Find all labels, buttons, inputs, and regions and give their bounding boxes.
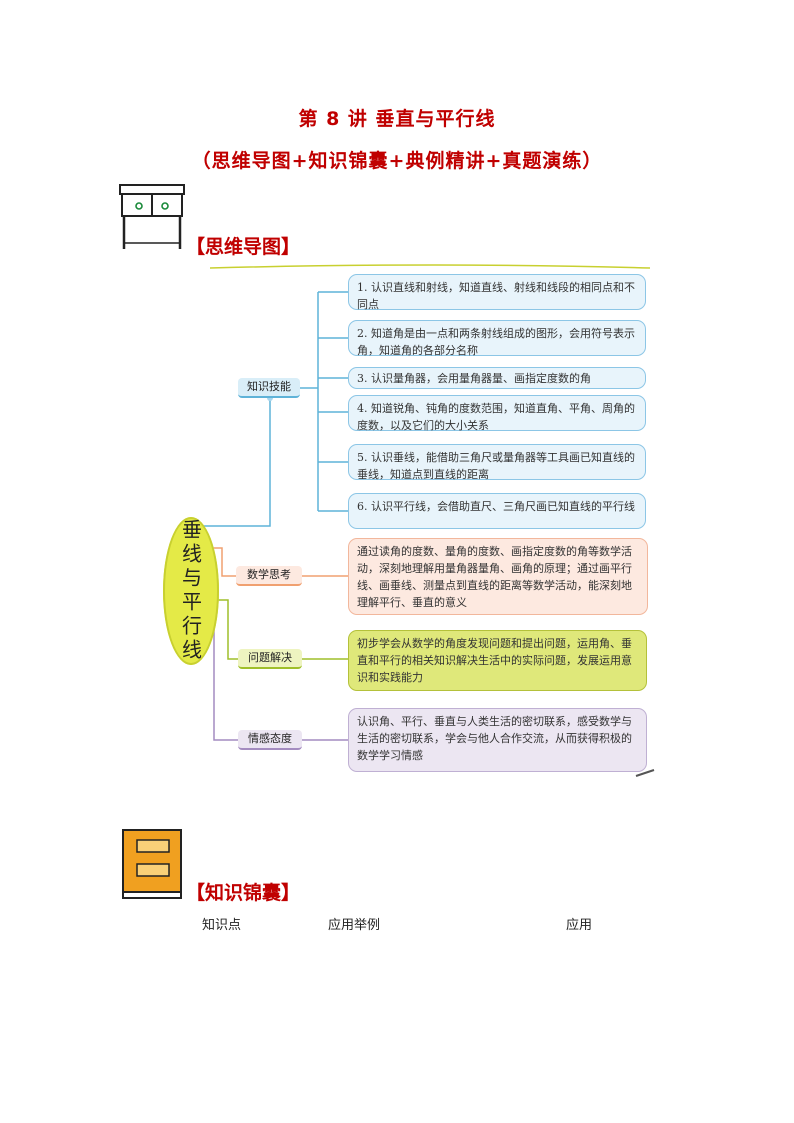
table-header-knowledge: 知识点 [202,918,242,933]
book-icon [122,829,182,899]
skill-item: 6. 认识平行线，会借助直尺、三角尺画已知直线的平行线 [348,493,646,529]
branch-label-feel: 情感态度 [238,730,302,750]
page-title: 第 8 讲 垂直与平行线 [298,108,496,130]
cabinet-icon [119,184,185,249]
branch-label-solve: 问题解决 [238,649,302,669]
feel-box: 认识角、平行、垂直与人类生活的密切联系，感受数学与生活的密切联系，学会与他人合作… [348,708,647,772]
skill-item: 5. 认识垂线，能借助三角尺或量角器等工具画已知直线的垂线，知道点到直线的距离 [348,444,646,481]
skill-item: 1. 认识直线和射线，知道直线、射线和线段的相同点和不同点 [348,274,646,311]
table-header-application: 应用 [566,918,593,933]
knowledge-heading: 【知识锦囊】 [186,882,301,904]
table-header-example: 应用举例 [328,918,381,933]
solve-box: 初步学会从数学的角度发现问题和提出问题，运用角、垂直和平行的相关知识解决生活中的… [348,630,647,691]
mindmap-center-node: 垂线与平行线 [163,517,219,665]
think-box: 通过读角的度数、量角的度数、画指定度数的角等数学活动，深刻地理解用量角器量角、画… [348,538,648,615]
mindmap-center-label: 垂线与平行线 [178,519,203,663]
branch-label-think: 数学思考 [236,566,302,586]
skill-item: 3. 认识量角器，会用量角器量、画指定度数的角 [348,367,646,389]
branch-label-skill: 知识技能 [238,378,300,398]
skill-item: 4. 知道锐角、钝角的度数范围，知道直角、平角、周角的度数，以及它们的大小关系 [348,395,646,432]
mindmap-heading: 【思维导图】 [186,236,301,258]
page-subtitle: （思维导图+知识锦囊+典例精讲+真题演练） [191,150,603,172]
skill-item: 2. 知道角是由一点和两条射线组成的图形，会用符号表示角，知道角的各部分名称 [348,320,646,357]
